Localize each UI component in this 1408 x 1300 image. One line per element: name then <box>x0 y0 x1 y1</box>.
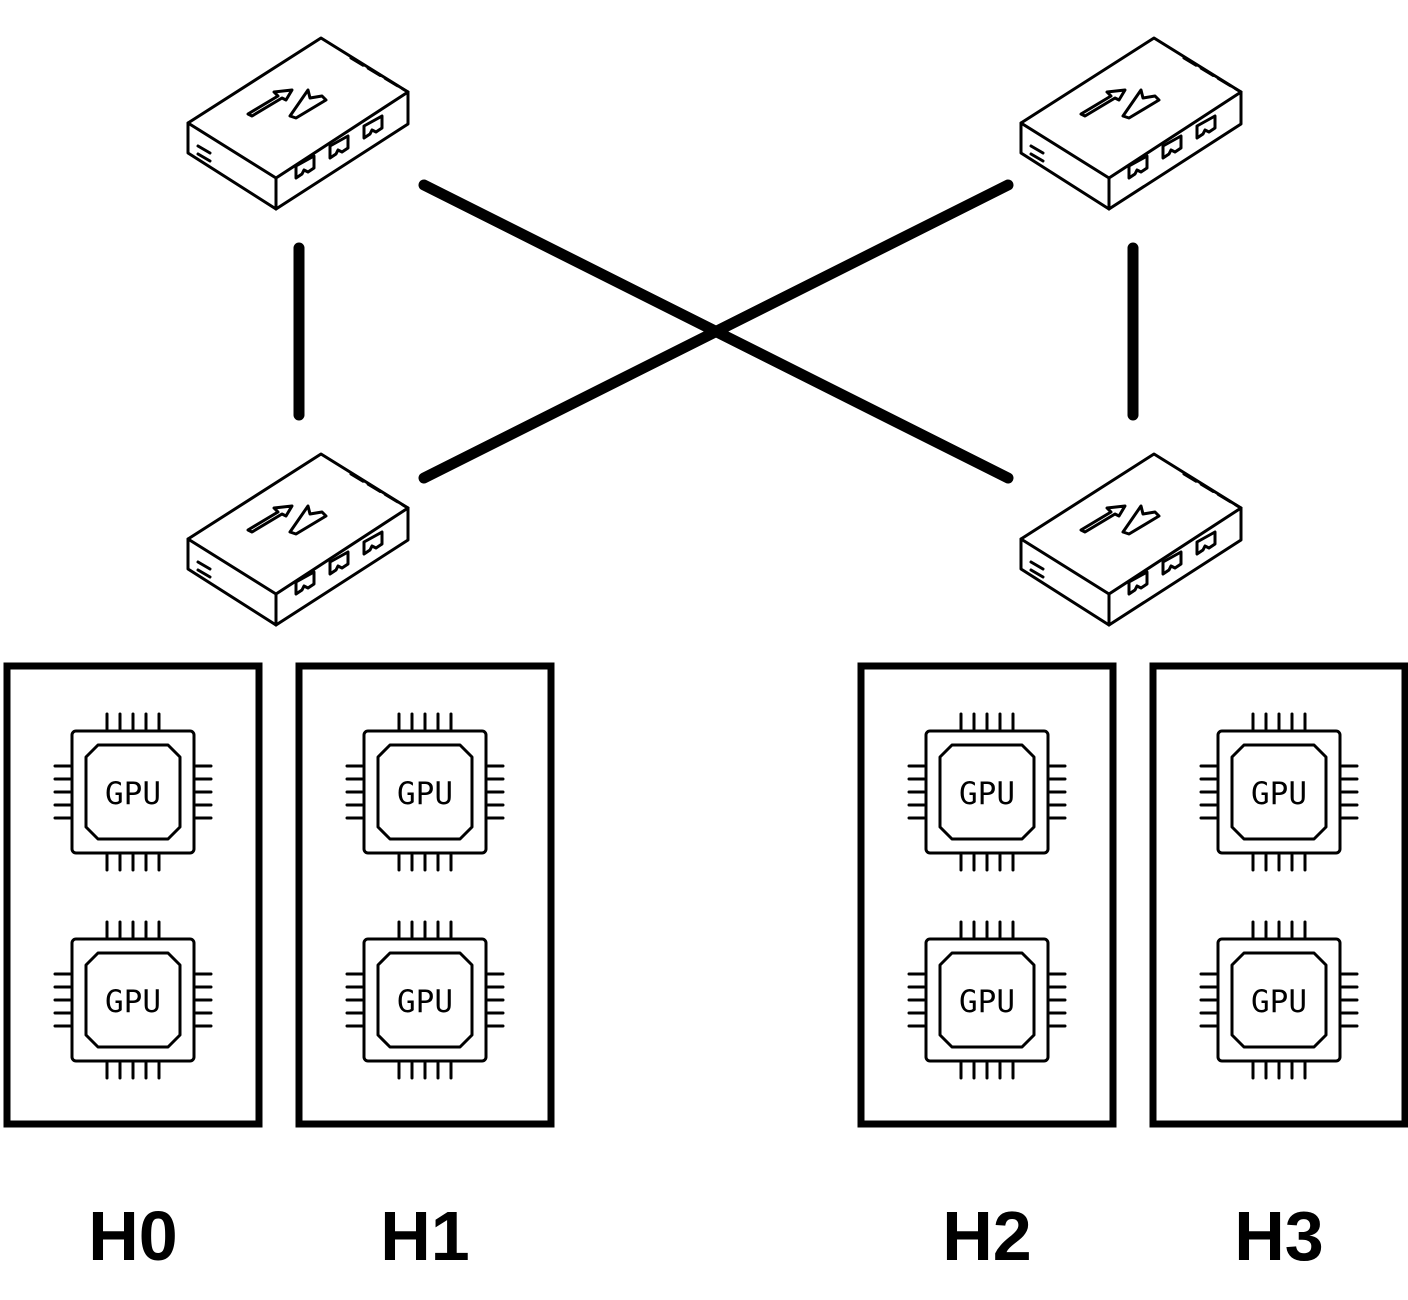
host-3-box <box>1149 662 1408 1128</box>
gpu-label: GPU <box>105 776 161 812</box>
gpu-label: GPU <box>1251 984 1307 1020</box>
host-0-gpus: GPU GPU <box>53 712 213 1080</box>
gpu-label: GPU <box>105 984 161 1020</box>
host-2-box <box>857 662 1117 1128</box>
link-spine1-leaf0 <box>418 179 1014 484</box>
links <box>293 179 1139 484</box>
gpu-label: GPU <box>397 984 453 1020</box>
gpu-label: GPU <box>1251 776 1307 812</box>
gpu-label: GPU <box>959 776 1015 812</box>
leaf-switch-0-icon <box>186 452 410 627</box>
gpu-label: GPU <box>959 984 1015 1020</box>
spine-switch-1-icon <box>1019 36 1243 211</box>
host-label-h2: H2 <box>942 1197 1032 1275</box>
host-label-h0: H0 <box>88 1197 178 1275</box>
leaf-switch-1-icon <box>1019 452 1243 627</box>
host-label-h1: H1 <box>380 1197 470 1275</box>
host-0-box <box>3 662 263 1128</box>
host-label-h3: H3 <box>1234 1197 1324 1275</box>
spine-switch-0-icon <box>186 36 410 211</box>
gpu-label: GPU <box>397 776 453 812</box>
host-1-box <box>295 662 555 1128</box>
host-2-gpus: GPU GPU <box>907 712 1067 1080</box>
host-3-gpus: GPU GPU <box>1199 712 1359 1080</box>
host-1-gpus: GPU GPU <box>345 712 505 1080</box>
